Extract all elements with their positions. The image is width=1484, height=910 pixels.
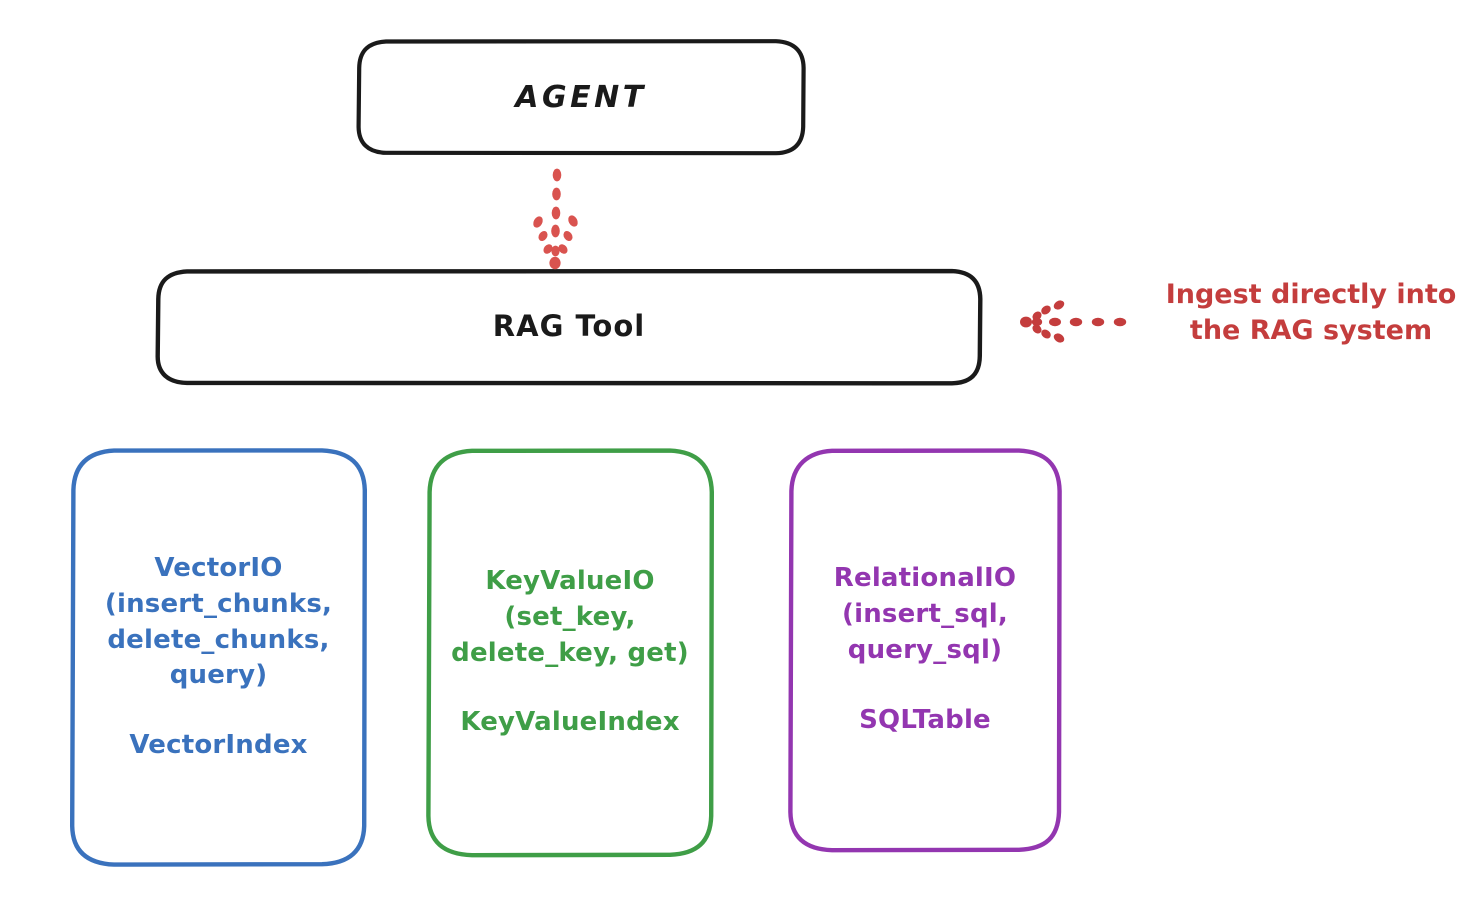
- node-relational-io[interactable]: RelationalIO (insert_sql, query_sql) SQL…: [788, 448, 1062, 853]
- connector-ingest-to-rag-tool: [1020, 300, 1127, 343]
- connector-agent-to-rag-tool: [533, 168, 578, 270]
- node-agent[interactable]: AGENT: [356, 38, 806, 156]
- vector-io-box-outline: [70, 448, 367, 867]
- node-key-value-io[interactable]: KeyValueIO (set_key, delete_key, get) Ke…: [426, 448, 714, 858]
- key-value-io-box-outline: [426, 448, 714, 858]
- vector-io-api-label: VectorIO (insert_chunks, delete_chunks, …: [104, 552, 333, 691]
- relational-io-index-label: SQLTable: [859, 704, 991, 735]
- key-value-io-index-label: KeyValueIndex: [460, 707, 680, 738]
- agent-label: AGENT: [515, 79, 647, 115]
- node-vector-io[interactable]: VectorIO (insert_chunks, delete_chunks, …: [70, 448, 367, 867]
- ingest-annotation-label: Ingest directly into the RAG system: [1165, 279, 1457, 346]
- relational-io-api-label: RelationalIO (insert_sql, query_sql): [833, 563, 1017, 665]
- vector-io-index-label: VectorIndex: [129, 730, 308, 761]
- node-rag-tool[interactable]: RAG Tool: [155, 268, 983, 386]
- agent-box-outline: [356, 39, 806, 156]
- rag-tool-box-outline: [155, 268, 983, 386]
- relational-io-box-outline: [788, 448, 1062, 853]
- key-value-io-api-label: KeyValueIO (set_key, delete_key, get): [451, 565, 689, 668]
- rag-tool-label: RAG Tool: [492, 309, 646, 344]
